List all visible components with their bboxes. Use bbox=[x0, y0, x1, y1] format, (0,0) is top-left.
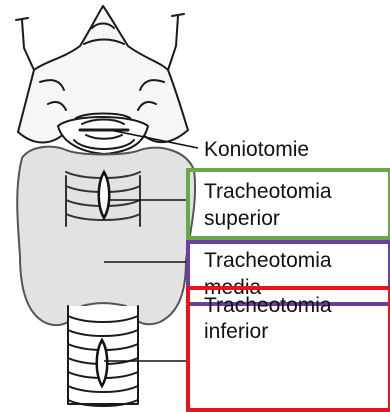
inferior-label-line1: Tracheotomia bbox=[204, 294, 332, 318]
media-label-line1: Tracheotomia bbox=[204, 249, 332, 273]
superior-label-line1: Tracheotomia bbox=[204, 180, 332, 204]
superior-incision bbox=[99, 172, 110, 218]
right-superior-horn bbox=[168, 16, 178, 70]
left-superior-horn bbox=[22, 20, 34, 70]
koniotomie-label: Koniotomie bbox=[204, 138, 309, 162]
superior-label-line2: superior bbox=[204, 207, 280, 231]
inferior-label-line2: inferior bbox=[204, 320, 268, 344]
inferior-incision bbox=[97, 340, 108, 386]
